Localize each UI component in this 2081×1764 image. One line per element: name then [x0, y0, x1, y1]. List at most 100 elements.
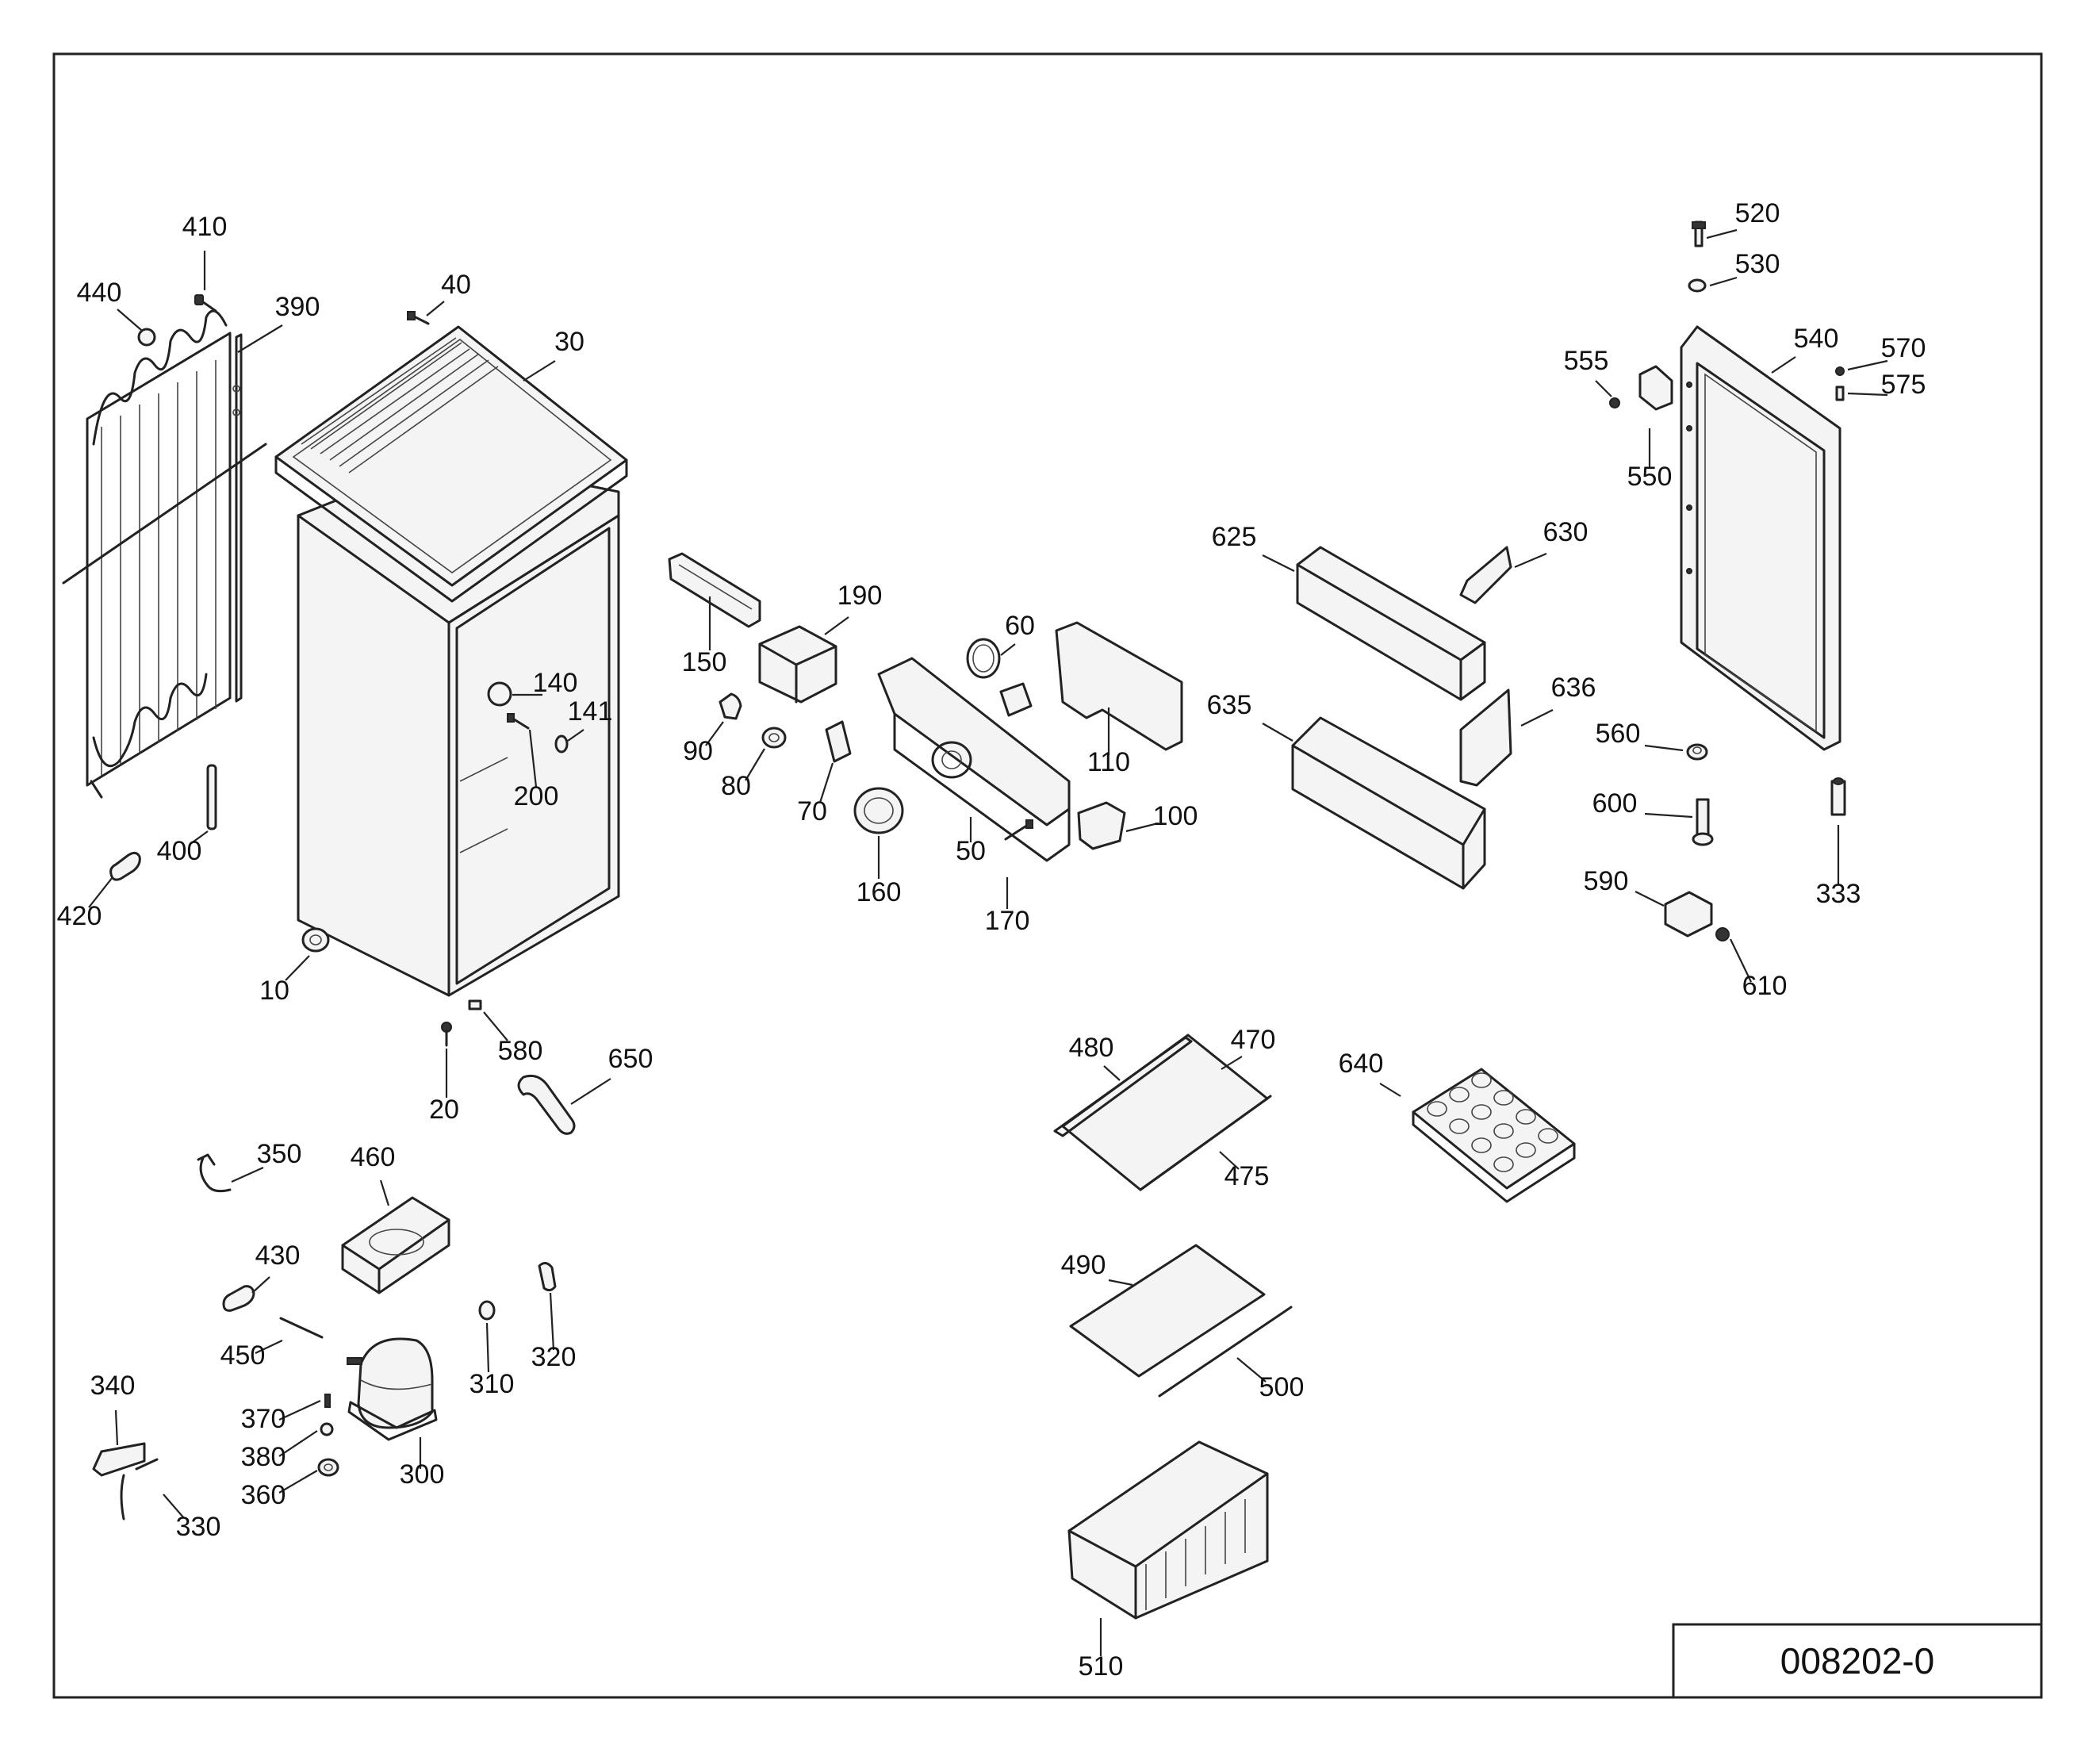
screw-610: [1715, 927, 1730, 941]
part-label-650: 650: [608, 1044, 653, 1074]
part-label-430: 430: [255, 1241, 301, 1271]
leader-line-360: [278, 1470, 318, 1494]
part-label-570: 570: [1881, 333, 1926, 363]
thermostat-100: [1077, 801, 1126, 850]
dryer-400: [206, 764, 217, 830]
part-label-100: 100: [1153, 801, 1198, 831]
part-label-160: 160: [857, 877, 902, 907]
leader-line-555: [1595, 380, 1612, 397]
part-label-170: 170: [985, 906, 1030, 936]
cap-310: [478, 1300, 496, 1321]
part-label-20: 20: [429, 1095, 459, 1125]
screw-20: [441, 1022, 452, 1047]
leader-line-540: [1771, 356, 1796, 374]
leader-line-320: [549, 1292, 555, 1351]
part-label-636: 636: [1551, 673, 1596, 703]
leader-line-420: [88, 876, 113, 908]
shelf-end-630: [1459, 546, 1512, 604]
leader-line-590: [1635, 891, 1665, 907]
wrench-650: [517, 1074, 576, 1135]
part-label-475: 475: [1224, 1161, 1270, 1191]
screw-370: [324, 1394, 331, 1408]
nut-440: [137, 328, 156, 347]
ring-60: [966, 638, 1001, 679]
screw-410: [194, 294, 217, 313]
part-label-510: 510: [1079, 1651, 1124, 1682]
part-label-450: 450: [220, 1340, 266, 1371]
leader-line-630: [1514, 552, 1547, 569]
door-540: [1680, 325, 1841, 751]
clip-580: [468, 999, 482, 1010]
leader-line-70: [818, 762, 834, 803]
title-block: 008202-0: [1672, 1623, 2043, 1699]
foot-10: [301, 927, 330, 953]
lampholder-80: [761, 727, 787, 749]
profile-500: [1158, 1306, 1293, 1398]
leader-line-610: [1730, 938, 1752, 983]
gasket-70: [825, 720, 852, 763]
nut-570: [1835, 366, 1845, 376]
hinge-550: [1638, 365, 1673, 411]
lamp-holder-150: [668, 552, 761, 628]
part-label-530: 530: [1735, 249, 1780, 279]
leader-line-480: [1103, 1065, 1121, 1081]
leader-line-390: [237, 324, 283, 353]
part-label-590: 590: [1584, 866, 1629, 896]
part-label-550: 550: [1627, 462, 1673, 492]
drawing-number: 008202-0: [1780, 1640, 1934, 1682]
leader-line-575: [1847, 392, 1888, 397]
leader-line-500: [1236, 1357, 1267, 1382]
part-label-555: 555: [1564, 346, 1609, 376]
part-label-380: 380: [241, 1442, 286, 1472]
leader-line-30: [523, 360, 556, 382]
worktop-30: [274, 325, 628, 603]
leader-line-450: [255, 1340, 283, 1354]
tube-450: [279, 1317, 324, 1339]
part-label-500: 500: [1259, 1372, 1305, 1402]
leader-line-80: [745, 748, 765, 781]
pin-600: [1692, 798, 1714, 846]
part-label-560: 560: [1596, 719, 1641, 749]
leader-line-440: [117, 309, 142, 331]
clamp-380: [320, 1422, 334, 1436]
part-label-190: 190: [837, 581, 883, 611]
leader-line-490: [1108, 1279, 1133, 1287]
seal-140: [487, 681, 512, 707]
leader-line-40: [426, 301, 445, 316]
shelf-end-636: [1459, 688, 1512, 787]
condenser-390: [62, 309, 267, 799]
leader-line-520: [1706, 228, 1738, 240]
sleeve-430: [222, 1285, 255, 1312]
egg-tray-640: [1412, 1068, 1576, 1203]
part-label-350: 350: [257, 1139, 302, 1169]
part-label-490: 490: [1061, 1250, 1106, 1280]
part-label-580: 580: [498, 1036, 543, 1066]
relay-320: [538, 1262, 557, 1292]
leader-line-200: [528, 729, 538, 788]
leader-line-141: [567, 729, 584, 742]
leader-line-190: [824, 616, 849, 635]
leader-line-625: [1262, 554, 1295, 572]
leader-line-570: [1847, 359, 1888, 371]
leader-line-530: [1709, 276, 1738, 287]
screw-200: [507, 713, 530, 730]
part-label-410: 410: [182, 212, 228, 242]
crisper-510: [1067, 1440, 1269, 1620]
part-label-80: 80: [721, 771, 751, 801]
door-shelf-635: [1291, 716, 1486, 890]
part-label-470: 470: [1231, 1025, 1276, 1055]
part-label-340: 340: [90, 1371, 136, 1401]
leader-line-10: [285, 955, 310, 981]
part-label-30: 30: [554, 327, 584, 357]
tray-460: [341, 1196, 450, 1294]
screw-40: [407, 311, 430, 325]
part-label-110: 110: [1087, 747, 1130, 777]
part-label-140: 140: [533, 668, 578, 698]
leader-line-310: [485, 1322, 490, 1373]
leader-line-650: [570, 1078, 611, 1105]
leader-line-580: [483, 1011, 508, 1041]
shelf-470: [1053, 1033, 1272, 1191]
part-label-150: 150: [682, 647, 727, 677]
